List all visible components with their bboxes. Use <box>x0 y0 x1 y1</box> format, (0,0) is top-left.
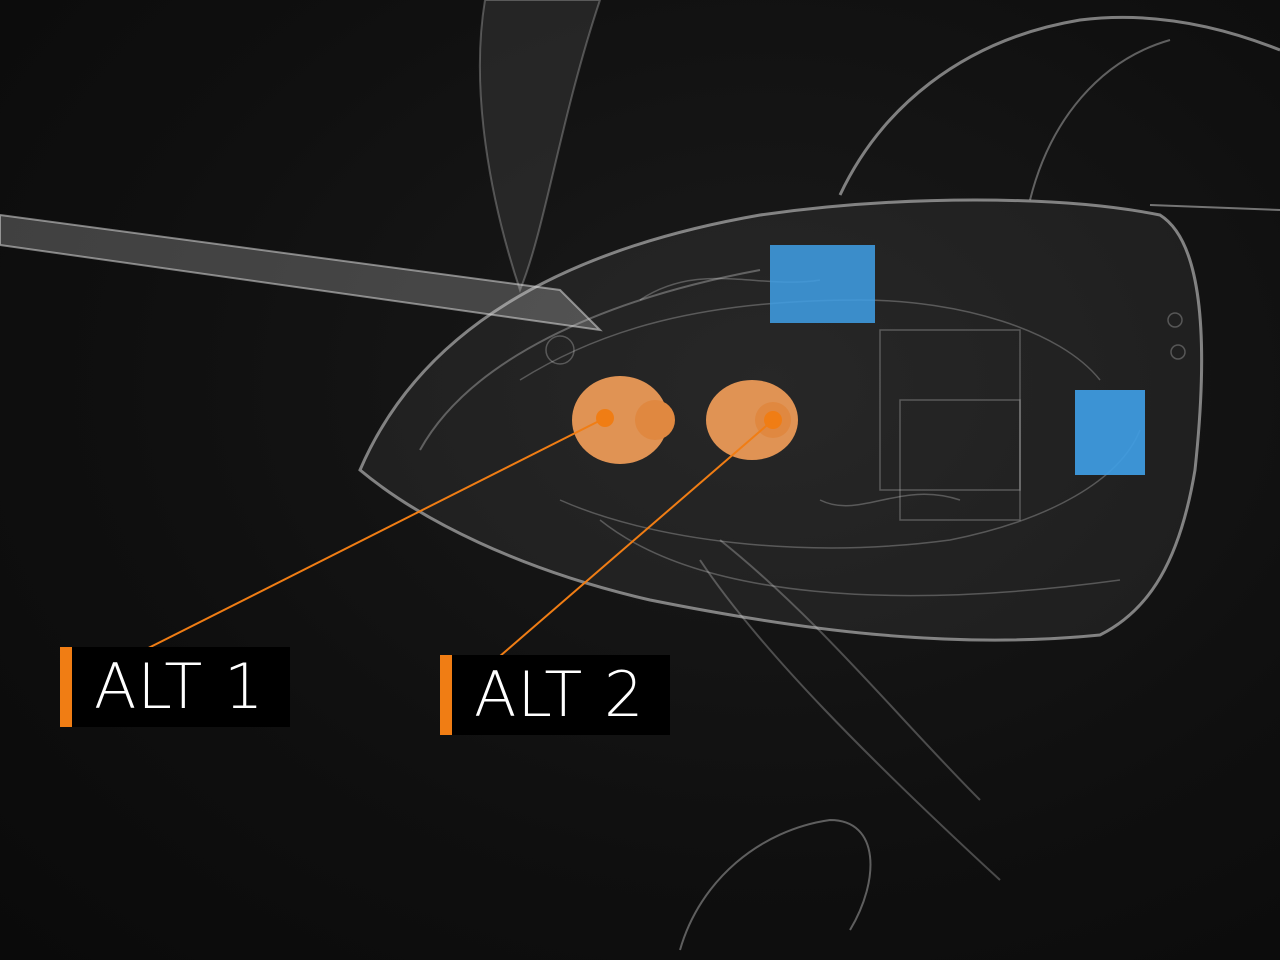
wing <box>0 213 603 332</box>
nose-wheel <box>679 818 872 951</box>
callout-accent-bar <box>60 647 72 727</box>
blue-component-right <box>1075 390 1145 475</box>
canopy <box>838 15 1280 196</box>
callout-alt-2: ALT 2 <box>440 655 671 735</box>
propeller-blade-top <box>478 0 602 293</box>
callout-alt-1: ALT 1 <box>60 647 291 727</box>
alternator-2 <box>706 380 798 460</box>
callout-label: ALT 2 <box>452 655 671 735</box>
leader-line-alt-1 <box>74 417 606 686</box>
blue-component-upper <box>770 245 875 323</box>
propeller-blade-bottom <box>699 539 1001 881</box>
callout-accent-bar <box>440 655 452 735</box>
callout-label: ALT 1 <box>72 647 291 727</box>
leader-line-alt-2 <box>454 419 774 696</box>
